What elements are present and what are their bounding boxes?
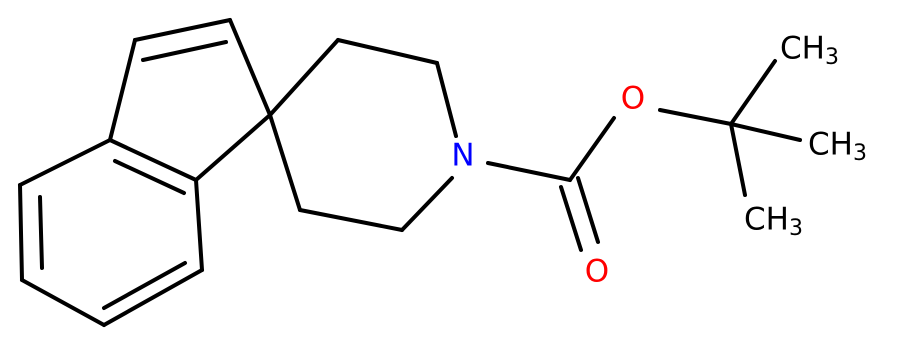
atom-oxygen-carbonyl: O [585,254,609,290]
bond-pip-1 [268,38,340,117]
atom-methyl-top-text: CH [780,31,825,67]
bond-pip-2 [336,38,439,65]
atom-methyl-right-text: CH [808,127,853,163]
atom-methyl-top: CH3 [780,31,839,71]
bond-benzene-6 [18,138,112,187]
bond-pip-6 [268,113,302,212]
atom-methyl-right: CH3 [808,127,867,167]
bond-ring5-3 [228,18,272,117]
bond-ring5-2-inner [141,40,228,62]
atom-nitrogen: N [451,138,474,174]
bond-ring5-2 [133,18,232,42]
bond-benzene-inner-3 [102,261,187,310]
benzene-ring [18,138,204,327]
bond-benzene-3 [102,268,204,327]
bond-pip-3 [435,61,458,138]
bond-pip-4 [400,176,454,232]
atom-methyl-bottom: CH3 [744,202,803,242]
bond-carbonyl-O-ether [568,116,616,182]
bond-benzene-2 [194,178,204,272]
cyclopentene-ring [108,18,272,182]
bond-ring5-1 [108,38,137,142]
bond-benzene-inner-2 [113,159,186,195]
atom-methyl-top-subscript: 3 [825,45,839,70]
bond-benzene-inner-1 [38,195,44,270]
bond-N-carbonyl [486,161,572,182]
bond-benzene-1 [108,138,198,182]
atom-methyl-right-subscript: 3 [853,141,867,166]
bond-carbonyl-double-2 [576,176,600,244]
bond-pip-5 [298,208,404,232]
boc-group [486,59,802,252]
bond-O-tbu [658,108,733,126]
bond-tbu-top [729,59,777,126]
bond-benzene-4 [20,278,106,327]
bond-ring5-4 [194,113,272,182]
atom-methyl-bottom-subscript: 3 [789,216,803,241]
piperidine-ring [268,38,458,232]
bond-benzene-5 [18,183,24,282]
bond-tbu-right [729,122,802,142]
bond-tbu-bottom [729,122,747,197]
atom-methyl-bottom-text: CH [744,202,789,238]
atom-oxygen-ether: O [621,81,645,117]
bond-carbonyl-double-1 [559,185,583,252]
